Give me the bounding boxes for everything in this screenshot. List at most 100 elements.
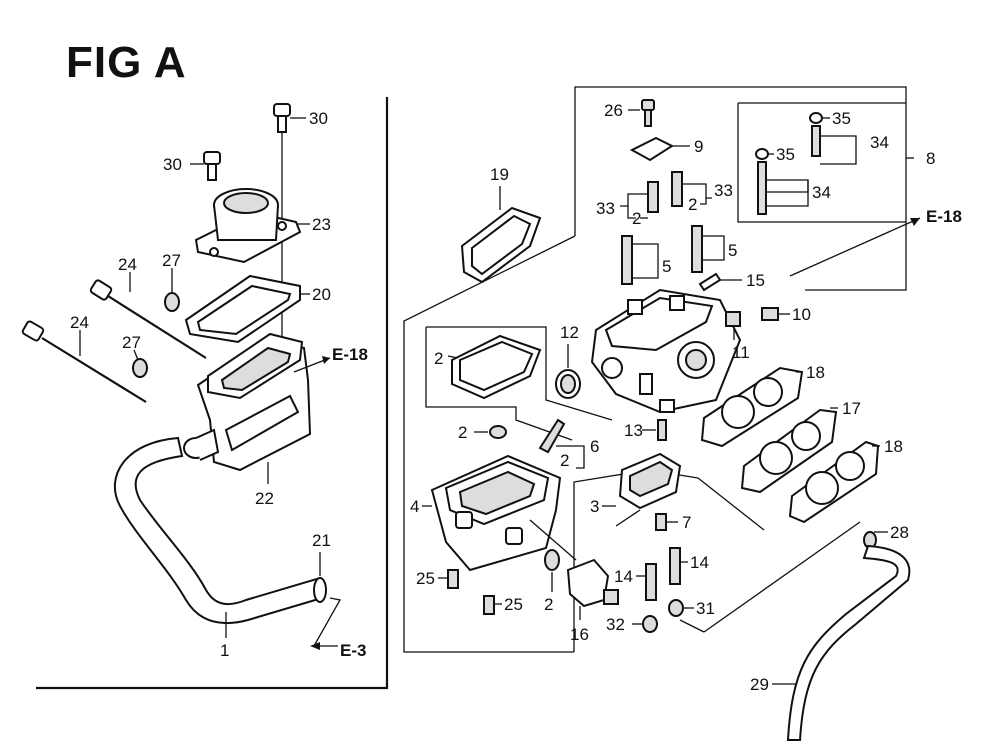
callout-17: 17 [842, 399, 861, 418]
callout-34: 34 [870, 133, 889, 152]
part-33-set-right [671, 171, 712, 207]
part-22-manifold [183, 332, 312, 484]
part-34-leaders [766, 135, 914, 207]
part-6-jet [538, 418, 585, 469]
callout-30: 30 [163, 155, 182, 174]
part-5-spring-left [621, 235, 659, 285]
part-17-gasket [740, 407, 838, 494]
callout-33: 33 [596, 199, 615, 218]
callout-29: 29 [750, 675, 769, 694]
callout-33: 33 [714, 181, 733, 200]
reference-arrows [293, 217, 921, 650]
part-14-screw-left [636, 563, 657, 601]
callout-25: 25 [504, 595, 523, 614]
part-3-float [602, 452, 682, 527]
callout-10: 10 [792, 305, 811, 324]
part-23-flange [194, 188, 310, 264]
part-11-screw [725, 311, 741, 340]
part-18-gasket-front [788, 440, 880, 524]
part-24-bolt-lower [21, 320, 147, 403]
callout-18: 18 [884, 437, 903, 456]
callout-19: 19 [490, 165, 509, 184]
callout-14: 14 [614, 567, 633, 586]
part-21-clamp [312, 552, 342, 647]
part-18-gasket-rear [700, 366, 804, 448]
part-9-plate [629, 136, 690, 162]
part-25-screw-right [483, 595, 502, 615]
part-35-upper [809, 112, 830, 157]
part-25-screw-left [438, 569, 459, 589]
callout-20: 20 [312, 285, 331, 304]
part-13-needle [642, 419, 667, 441]
part-2-chamber-gasket [447, 334, 542, 400]
callout-34: 34 [812, 183, 831, 202]
callout-23: 23 [312, 215, 331, 234]
callout-30: 30 [309, 109, 328, 128]
callout-2: 2 [544, 595, 553, 614]
part-1-hose [114, 436, 324, 638]
callout-labels: 30 30 23 24 24 27 27 20 22 21 1 19 2 2 1… [70, 101, 962, 694]
part-2-washer [544, 549, 560, 592]
part-10-screw [761, 307, 790, 321]
part-5-spring-right [691, 225, 725, 273]
reference-e3: E-3 [340, 641, 366, 660]
carburetor-body [590, 288, 742, 414]
left-assembly-frame [36, 97, 389, 690]
part-35-lower [755, 148, 774, 215]
callout-25: 25 [416, 569, 435, 588]
callout-2: 2 [688, 195, 697, 214]
callout-35: 35 [776, 145, 795, 164]
part-27-washer-lower [132, 349, 148, 378]
callout-31: 31 [696, 599, 715, 618]
callout-1: 1 [220, 641, 229, 660]
part-4-float-chamber [422, 454, 577, 572]
callout-15: 15 [746, 271, 765, 290]
part-28-clamp [863, 531, 888, 549]
callout-2: 2 [434, 349, 443, 368]
callout-14: 14 [690, 553, 709, 572]
callout-22: 22 [255, 489, 274, 508]
callout-2: 2 [632, 209, 641, 228]
part-27-washer-upper [164, 268, 180, 312]
callout-2: 2 [458, 423, 467, 442]
callout-27: 27 [122, 333, 141, 352]
callout-6: 6 [590, 437, 599, 456]
callout-28: 28 [890, 523, 909, 542]
callout-26: 26 [604, 101, 623, 120]
callout-4: 4 [410, 497, 419, 516]
part-16-solenoid [566, 558, 619, 620]
callout-18: 18 [806, 363, 825, 382]
callout-27: 27 [162, 251, 181, 270]
part-30-bolt-top [273, 103, 306, 360]
part-15-pin [698, 272, 742, 292]
reference-e18-left: E-18 [332, 345, 368, 364]
callout-24: 24 [70, 313, 89, 332]
callout-8: 8 [926, 149, 935, 168]
callout-11: 11 [732, 343, 750, 362]
part-7-screw [655, 513, 678, 531]
callout-16: 16 [570, 625, 589, 644]
part-14-screw-right [669, 547, 688, 585]
callout-24: 24 [118, 255, 137, 274]
callout-5: 5 [662, 257, 671, 276]
part-31-washer [668, 599, 694, 617]
part-24-bolt-upper [89, 272, 207, 359]
callout-7: 7 [682, 513, 691, 532]
part-2-small-screw [474, 425, 507, 439]
part-29-hose [772, 544, 911, 741]
callout-9: 9 [694, 137, 703, 156]
part-32-washer [632, 615, 658, 633]
part-33-set-left [620, 181, 659, 219]
figure-title: FIG A [66, 38, 187, 87]
callout-3: 3 [590, 497, 599, 516]
part-26-screw [628, 99, 655, 127]
callout-2: 2 [560, 451, 569, 470]
callout-12: 12 [560, 323, 579, 342]
reference-e18-right: E-18 [926, 207, 962, 226]
part-30-bolt-left [190, 151, 221, 181]
callout-5: 5 [728, 241, 737, 260]
part-19-gasket [460, 186, 542, 284]
callout-13: 13 [624, 421, 643, 440]
